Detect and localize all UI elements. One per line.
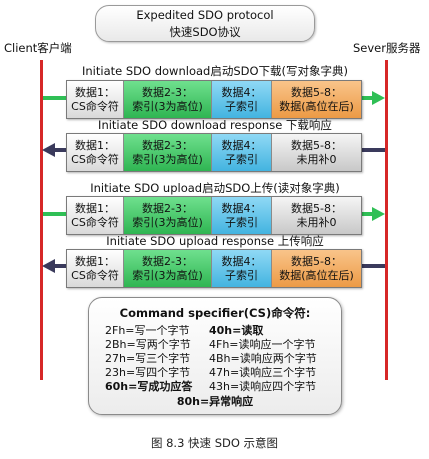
frame-2: 数据1：CS命令符 数据2-3：索引(3为高位) 数据4：子索引 数据5-8：未… [66,133,362,172]
frame-2-byte4: 数据4：子索引 [212,134,272,171]
server-lifeline [385,60,388,380]
frame-1-byte4: 数据4：子索引 [212,81,272,118]
frame-3: 数据1：CS命令符 数据2-3：索引(3为高位) 数据4：子索引 数据5-8：未… [66,196,362,235]
spec-left-3: 27h=写三个字节 [105,352,191,365]
message-label-3: Initiate SDO upload启动SDO上传(读对象字典) [90,181,340,195]
spec-right-5: 43h=读响应四个字节 [209,380,317,393]
figure-caption: 图 8.3 快速 SDO 示意图 [150,436,279,450]
command-specifier-box: Command specifier(CS)命令符: 2Fh=写一个字节 2Bh=… [88,297,342,415]
message-label-1: Initiate SDO download启动SDO下载(写对象字典) [81,64,348,78]
spec-right-4: 47h=读响应三个字节 [209,366,317,379]
frame-3-byte4: 数据4：子索引 [212,197,272,234]
frame-4-bytes2-3: 数据2-3：索引(3为高位) [124,250,212,287]
arrow-head-2 [42,143,55,157]
spec-bottom: 80h=异常响应 [176,395,254,408]
client-lifeline [40,60,43,380]
arrow-head-3 [372,207,385,221]
spec-right-3: 4Bh=读响应两个字节 [209,352,317,365]
frame-4-bytes5-8: 数据5-8：数据(高位在后) [272,250,361,287]
arrow-head-4 [42,259,55,273]
spec-right-1: 40h=读取 [209,324,264,337]
protocol-title-en: Expedited SDO protocol [136,8,274,22]
frame-1: 数据1：CS命令符 数据2-3：索引(3为高位) 数据4：子索引 数据5-8：数… [66,80,362,119]
frame-2-byte1: 数据1：CS命令符 [67,134,124,171]
message-label-4: Initiate SDO upload response 上传响应 [106,234,324,248]
frame-1-bytes5-8: 数据5-8：数据(高位在后) [272,81,361,118]
frame-4-byte1: 数据1：CS命令符 [67,250,124,287]
frame-1-byte1: 数据1：CS命令符 [67,81,124,118]
spec-left-5: 60h=写成功应答 [105,380,193,393]
message-label-2: Initiate SDO download response 下载响应 [98,118,332,132]
frame-3-byte1: 数据1：CS命令符 [67,197,124,234]
spec-right-2: 4Fh=读响应一个字节 [209,338,316,351]
spec-left-1: 2Fh=写一个字节 [105,324,190,337]
frame-3-bytes5-8: 数据5-8：未用补0 [272,197,361,234]
frame-1-bytes2-3: 数据2-3：索引(3为高位) [124,81,212,118]
frame-2-bytes5-8: 数据5-8：未用补0 [272,134,361,171]
spec-title: Command specifier(CS)命令符: [119,306,311,320]
protocol-title-cn: 快速SDO协议 [169,25,241,39]
arrow-head-1 [372,91,385,105]
frame-4: 数据1：CS命令符 数据2-3：索引(3为高位) 数据4：子索引 数据5-8：数… [66,249,362,288]
frame-4-byte4: 数据4：子索引 [212,250,272,287]
client-label: Client客户端 [4,41,72,55]
protocol-title-box: Expedited SDO protocol 快速SDO协议 [95,5,315,42]
spec-left-2: 2Bh=写两个字节 [105,338,191,351]
frame-2-bytes2-3: 数据2-3：索引(3为高位) [124,134,212,171]
server-label: Sever服务器 [353,41,421,55]
frame-3-bytes2-3: 数据2-3：索引(3为高位) [124,197,212,234]
spec-left-4: 23h=写四个字节 [105,366,191,379]
